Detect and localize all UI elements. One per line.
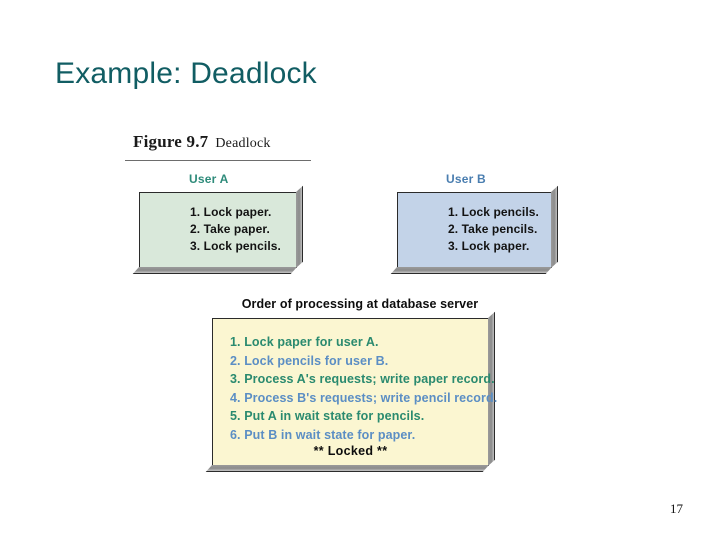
server-step-list: 1. Lock paper for user A. 2. Lock pencil… bbox=[230, 333, 497, 444]
list-item: 1. Lock pencils. bbox=[448, 205, 539, 219]
deadlock-figure: Figure 9.7 Deadlock User A 1. Lock paper.… bbox=[125, 128, 595, 478]
list-item: 2. Take pencils. bbox=[448, 222, 538, 236]
slide-page-number: 17 bbox=[670, 501, 683, 516]
list-item: 2. Take paper. bbox=[190, 222, 270, 236]
user-b-box-shadow-bottom bbox=[390, 267, 552, 274]
user-a-step-list: 1. Lock paper. 2. Take paper. 3. Lock pe… bbox=[140, 204, 296, 255]
list-item: 1. Lock paper for user A. bbox=[230, 335, 379, 349]
user-b-step-list: 1. Lock pencils. 2. Take pencils. 3. Loc… bbox=[398, 204, 551, 255]
list-item: 6. Put B in wait state for paper. bbox=[230, 427, 416, 442]
page-title: Example: Deadlock bbox=[55, 57, 317, 90]
order-of-processing-heading: Order of processing at database server bbox=[241, 297, 479, 311]
list-item: 2. Lock pencils for user B. bbox=[230, 353, 389, 368]
user-a-label: User A bbox=[189, 172, 229, 186]
user-b-box: 1. Lock pencils. 2. Take pencils. 3. Loc… bbox=[390, 185, 558, 274]
user-b-box-shadow-right bbox=[551, 185, 558, 268]
figure-caption-number: Figure 9.7 bbox=[133, 132, 209, 151]
user-a-box: 1. Lock paper. 2. Take paper. 3. Lock pe… bbox=[132, 185, 303, 274]
user-b-label: User B bbox=[446, 172, 486, 186]
locked-status-text: ** Locked ** bbox=[313, 444, 388, 458]
server-processing-box: 1. Lock paper for user A. 2. Lock pencil… bbox=[205, 311, 497, 472]
list-item: 5. Put A in wait state for pencils. bbox=[230, 409, 425, 423]
user-a-box-shadow-right bbox=[296, 185, 303, 268]
server-box-shadow-bottom bbox=[205, 465, 489, 472]
list-item: 3. Lock paper. bbox=[448, 239, 530, 253]
user-a-box-shadow-bottom bbox=[132, 267, 297, 274]
list-item: 3. Process A's requests; write paper rec… bbox=[230, 372, 495, 386]
list-item: 4. Process B's requests; write pencil re… bbox=[230, 390, 498, 405]
list-item: 1. Lock paper. bbox=[190, 205, 272, 219]
figure-caption-text: Deadlock bbox=[215, 136, 271, 151]
figure-caption: Figure 9.7 Deadlock bbox=[133, 132, 271, 152]
figure-caption-rule bbox=[125, 160, 311, 161]
list-item: 3. Lock pencils. bbox=[190, 239, 281, 253]
